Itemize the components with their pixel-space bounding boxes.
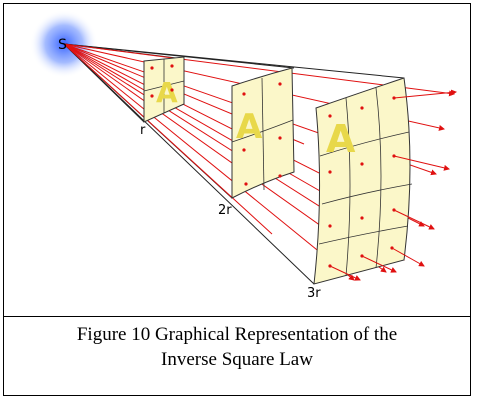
surface-r: A [143, 56, 185, 123]
surface-letter-2r: A [236, 107, 263, 147]
front-rays [329, 89, 457, 281]
surface-letter-3r: A [326, 117, 356, 161]
surface-2r: A [231, 67, 295, 199]
surface-letter-r: A [156, 76, 178, 109]
distance-label-2r: 2r [218, 203, 232, 218]
figure-frame: A A A [3, 3, 471, 396]
source-label: S [58, 37, 67, 53]
caption-line-2: Inverse Square Law [161, 349, 313, 370]
caption-line-1: Figure 10 Graphical Representation of th… [76, 324, 398, 345]
distance-label-3r: 3r [307, 286, 321, 301]
surface-3r: A [313, 77, 413, 285]
inverse-square-diagram: A A A [4, 4, 470, 316]
distance-label-r: r [140, 123, 146, 138]
figure-caption: Figure 10 Graphical Representation of th… [4, 316, 470, 395]
